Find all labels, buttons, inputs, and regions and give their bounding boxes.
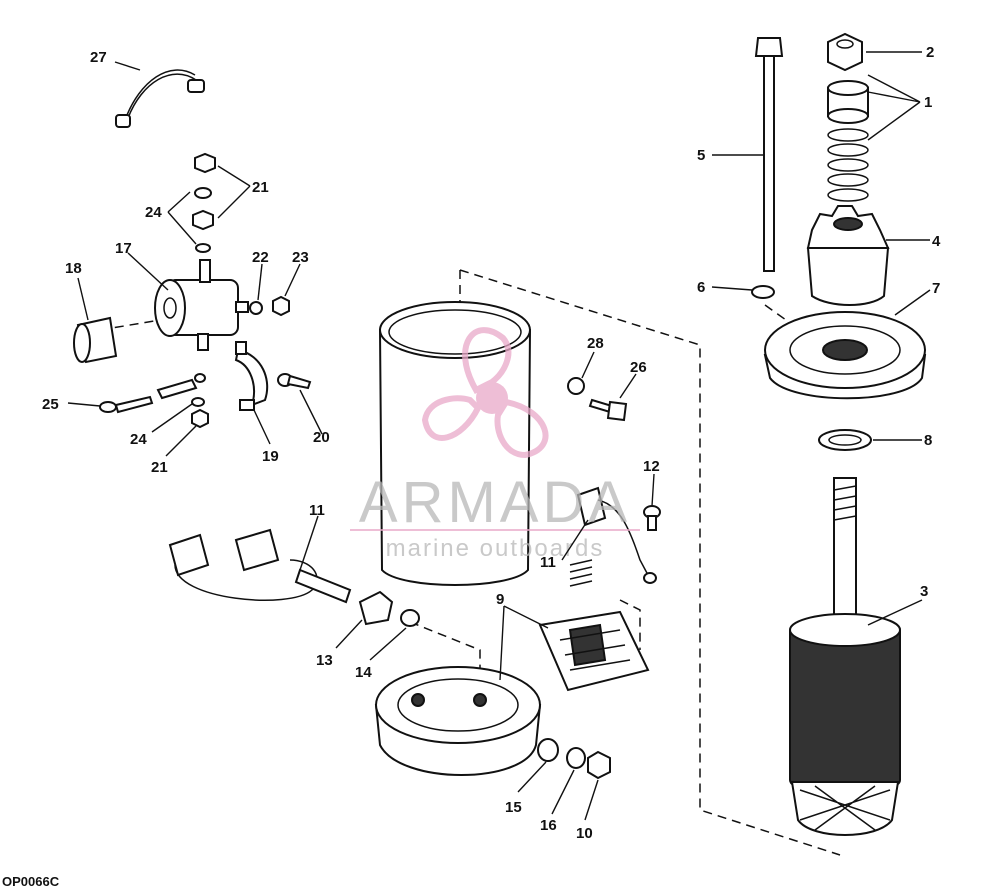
part-through-bolt xyxy=(754,37,784,272)
callout-1: 1 xyxy=(924,94,932,111)
part-bolt xyxy=(588,398,628,422)
part-commutator-end-cap xyxy=(374,666,542,776)
callout-17: 17 xyxy=(115,240,132,257)
callout-4: 4 xyxy=(932,233,941,250)
part-drive-pinion xyxy=(806,205,890,306)
part-washer xyxy=(751,285,775,299)
callout-28: 28 xyxy=(587,335,604,352)
callout-22: 22 xyxy=(252,249,269,266)
part-washer xyxy=(191,397,205,407)
assembly-dashed-line xyxy=(619,599,641,650)
part-brush-plate xyxy=(538,610,650,692)
assembly-dashed-line xyxy=(459,269,841,856)
part-end-cap xyxy=(763,311,927,400)
assembly-dashed-line xyxy=(409,621,481,690)
part-screw xyxy=(277,373,312,390)
callout-10: 10 xyxy=(576,825,593,842)
part-screw xyxy=(643,505,661,531)
callout-2: 2 xyxy=(926,44,934,61)
part-brush-holder xyxy=(358,590,394,626)
callout-3: 3 xyxy=(920,583,928,600)
callout-24-lower: 24 xyxy=(130,431,147,448)
callout-7: 7 xyxy=(932,280,940,297)
part-lock-washer xyxy=(566,747,586,769)
part-washer xyxy=(249,301,263,315)
part-nut xyxy=(191,408,209,429)
callout-25: 25 xyxy=(42,396,59,413)
part-nut xyxy=(272,295,290,317)
part-spacer xyxy=(827,80,869,124)
leader-lines xyxy=(67,51,931,821)
part-thrust-washer xyxy=(818,429,872,451)
callout-5: 5 xyxy=(697,147,705,164)
part-solenoid xyxy=(154,259,249,351)
callout-15: 15 xyxy=(505,799,522,816)
callout-9: 9 xyxy=(496,591,504,608)
callout-11: 11 xyxy=(309,502,325,519)
callout-27: 27 xyxy=(90,49,107,66)
callout-24: 24 xyxy=(145,204,162,221)
callout-18: 18 xyxy=(65,260,82,277)
part-spring xyxy=(827,128,869,202)
callout-21-lower: 21 xyxy=(151,459,168,476)
callout-6: 6 xyxy=(697,279,705,296)
watermark: ARMADA marine outboards xyxy=(350,327,640,562)
callout-20: 20 xyxy=(313,429,330,446)
callout-16: 16 xyxy=(540,817,557,834)
callout-19: 19 xyxy=(262,448,279,465)
part-insulator-washer xyxy=(400,609,420,627)
part-washer xyxy=(537,738,559,762)
part-nut-washer-stack xyxy=(192,152,216,253)
part-cable-terminal xyxy=(99,373,206,414)
part-boot xyxy=(73,316,118,364)
callout-26: 26 xyxy=(630,359,647,376)
callout-8: 8 xyxy=(924,432,932,449)
watermark-tagline: marine outboards xyxy=(386,535,605,562)
assembly-dashed-line xyxy=(99,319,161,331)
figure-code: OP0066C xyxy=(2,874,60,889)
part-brush-spring xyxy=(569,486,657,587)
part-brush-set xyxy=(168,528,352,604)
callout-12: 12 xyxy=(643,458,660,475)
part-cable xyxy=(115,69,205,128)
part-armature xyxy=(789,477,901,836)
part-bracket xyxy=(234,341,269,411)
callout-11-right: 11 xyxy=(540,554,556,571)
callout-21: 21 xyxy=(252,179,269,196)
callout-23: 23 xyxy=(292,249,309,266)
callout-14: 14 xyxy=(355,664,372,681)
part-nut xyxy=(587,750,611,780)
watermark-brand: ARMADA xyxy=(359,470,631,535)
part-washer xyxy=(567,377,585,395)
callout-13: 13 xyxy=(316,652,333,669)
